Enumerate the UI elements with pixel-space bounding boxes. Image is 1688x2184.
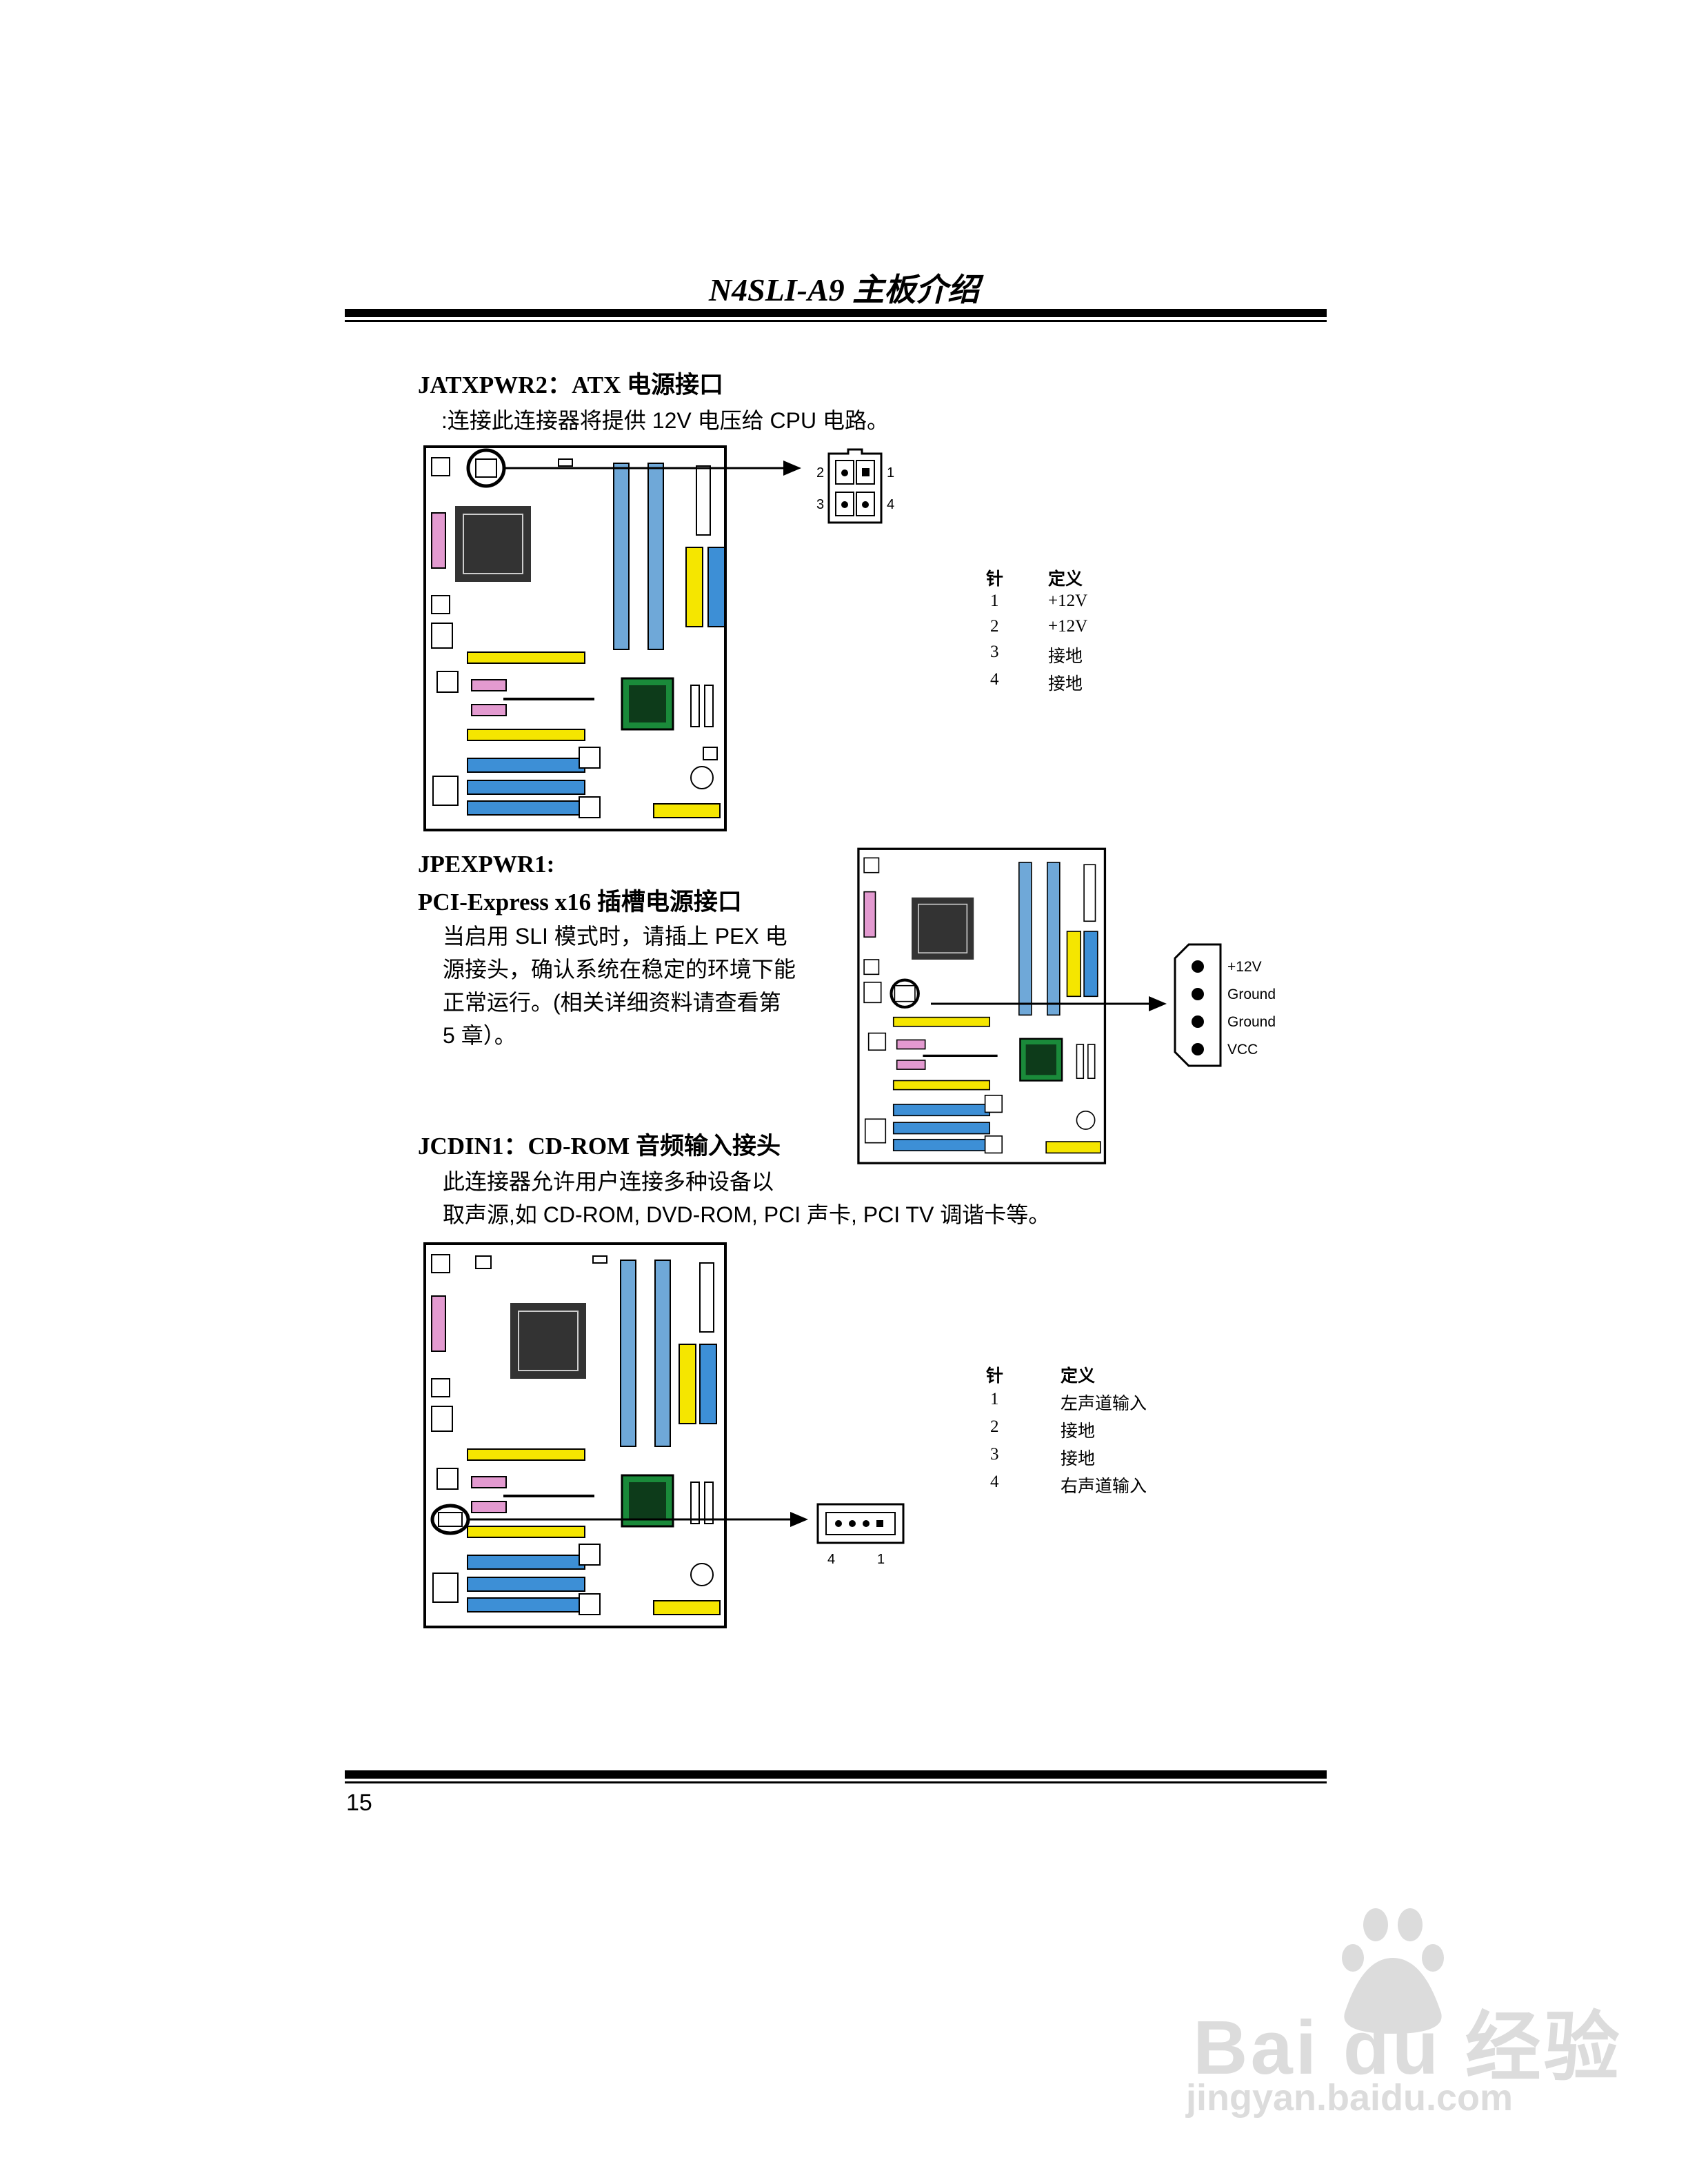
pin-table-jcdin1: 针 定义 1 左声道输入 2 接地 3 接地 4 右声道输入 (979, 1362, 1200, 1500)
cd-pin-label-1: 1 (877, 1552, 885, 1567)
pin-table-cell: 4 (990, 670, 999, 689)
jatxpwr2-connector-diagram: 2 1 3 4 (816, 448, 894, 524)
section-description-line: 正常运行。(相关详细资料请查看第 (443, 990, 781, 1015)
page-header-title: N4SLI-A9 主板介绍 (708, 272, 980, 307)
pin-label-2: 2 (816, 465, 824, 481)
pin-table-cell: 3 (990, 1445, 999, 1464)
pex-pin-label: VCC (1227, 1042, 1258, 1058)
pin-label-3: 3 (816, 497, 824, 512)
watermark-brand: Bai du 经验 (1193, 2005, 1622, 2090)
motherboard-diagram-1 (423, 445, 801, 831)
section-subheading-jpexpwr1: PCI-Express x16 插槽电源接口 (418, 889, 742, 916)
section-description-line: 当启用 SLI 模式时，请插上 PEX 电 (443, 924, 787, 949)
pointer-arrow-2 (931, 996, 1167, 1011)
section-heading-jatxpwr2: JATXPWR2：ATX 电源接口 (418, 372, 724, 398)
section-description-line: 5 章）。 (443, 1023, 516, 1048)
pin-table-cell: 接地 (1048, 647, 1083, 666)
pin-table-cell: +12V (1048, 617, 1088, 636)
motherboard-diagram-3 (423, 1242, 808, 1628)
pin-table-cell: +12V (1048, 592, 1088, 610)
pin-table-jatxpwr2: 针 定义 1 +12V 2 +12V 3 接地 4 接地 (979, 565, 1186, 703)
pin-table-header-def: 定义 (1048, 570, 1083, 589)
pin-table-cell: 4 (990, 1473, 999, 1491)
pex-pin-label: Ground (1227, 1014, 1276, 1030)
pin-table-cell: 2 (990, 1417, 999, 1436)
pointer-arrowhead-icon (1149, 996, 1167, 1011)
pex-pin-label: +12V (1227, 959, 1262, 975)
watermark-url: jingyan.baidu.com (1186, 2077, 1514, 2119)
motherboard-diagram-2 (857, 847, 1107, 1164)
pin-table-cell: 1 (990, 1390, 999, 1408)
section-description-line: 此连接器允许用户连接多种设备以 (443, 1169, 774, 1194)
pointer-arrowhead-icon (790, 1512, 808, 1527)
connector-circle-icon (430, 1504, 470, 1535)
pin-table-cell: 接地 (1061, 1422, 1096, 1441)
section-heading-jpexpwr1: JPEXPWR1: (418, 851, 555, 878)
jcdin1-connector-diagram: 4 1 (816, 1503, 905, 1567)
jpexpwr1-connector-diagram: +12V Ground Ground VCC (1174, 943, 1276, 1067)
cd-pin-label-4: 4 (827, 1552, 835, 1567)
pin-table-cell: 接地 (1061, 1450, 1096, 1468)
pex-pin-label: Ground (1227, 987, 1276, 1002)
pin-table-header-def: 定义 (1061, 1367, 1096, 1386)
pin-table-cell: 2 (990, 617, 999, 636)
pointer-arrowhead-icon (783, 461, 801, 476)
section-description-line: 源接头，确认系统在稳定的环境下能 (443, 957, 796, 982)
section-heading-jcdin1: JCDIN1：CD-ROM 音频输入接头 (418, 1133, 781, 1160)
section-description-line: 取声源,如 CD-ROM, DVD-ROM, PCI 声卡, PCI TV 调谐… (443, 1202, 1051, 1227)
baidu-watermark-logo (1342, 1908, 1444, 2034)
header-rule-thin (345, 320, 1327, 322)
pin-label-1: 1 (887, 465, 894, 481)
pin-table-header-pin: 针 (986, 1367, 1004, 1386)
pin-table-cell: 1 (990, 592, 999, 610)
footer-rule-thin (345, 1781, 1327, 1783)
footer-rule (345, 1770, 1327, 1779)
pin-table-header-pin: 针 (986, 570, 1004, 589)
pin-table-cell: 右声道输入 (1061, 1477, 1147, 1496)
pin-table-cell: 3 (990, 643, 999, 661)
connector-highlight-jatxpwr2 (475, 458, 497, 478)
pin-table-cell: 接地 (1048, 675, 1083, 694)
pin-table-cell: 左声道输入 (1061, 1395, 1147, 1413)
header-rule (345, 309, 1327, 317)
page-number: 15 (346, 1790, 372, 1816)
section-description-jatxpwr2: :连接此连接器将提供 12V 电压给 CPU 电路。 (441, 408, 889, 433)
connector-highlight-jcdin1 (438, 1512, 463, 1527)
pin-label-4: 4 (887, 497, 894, 512)
